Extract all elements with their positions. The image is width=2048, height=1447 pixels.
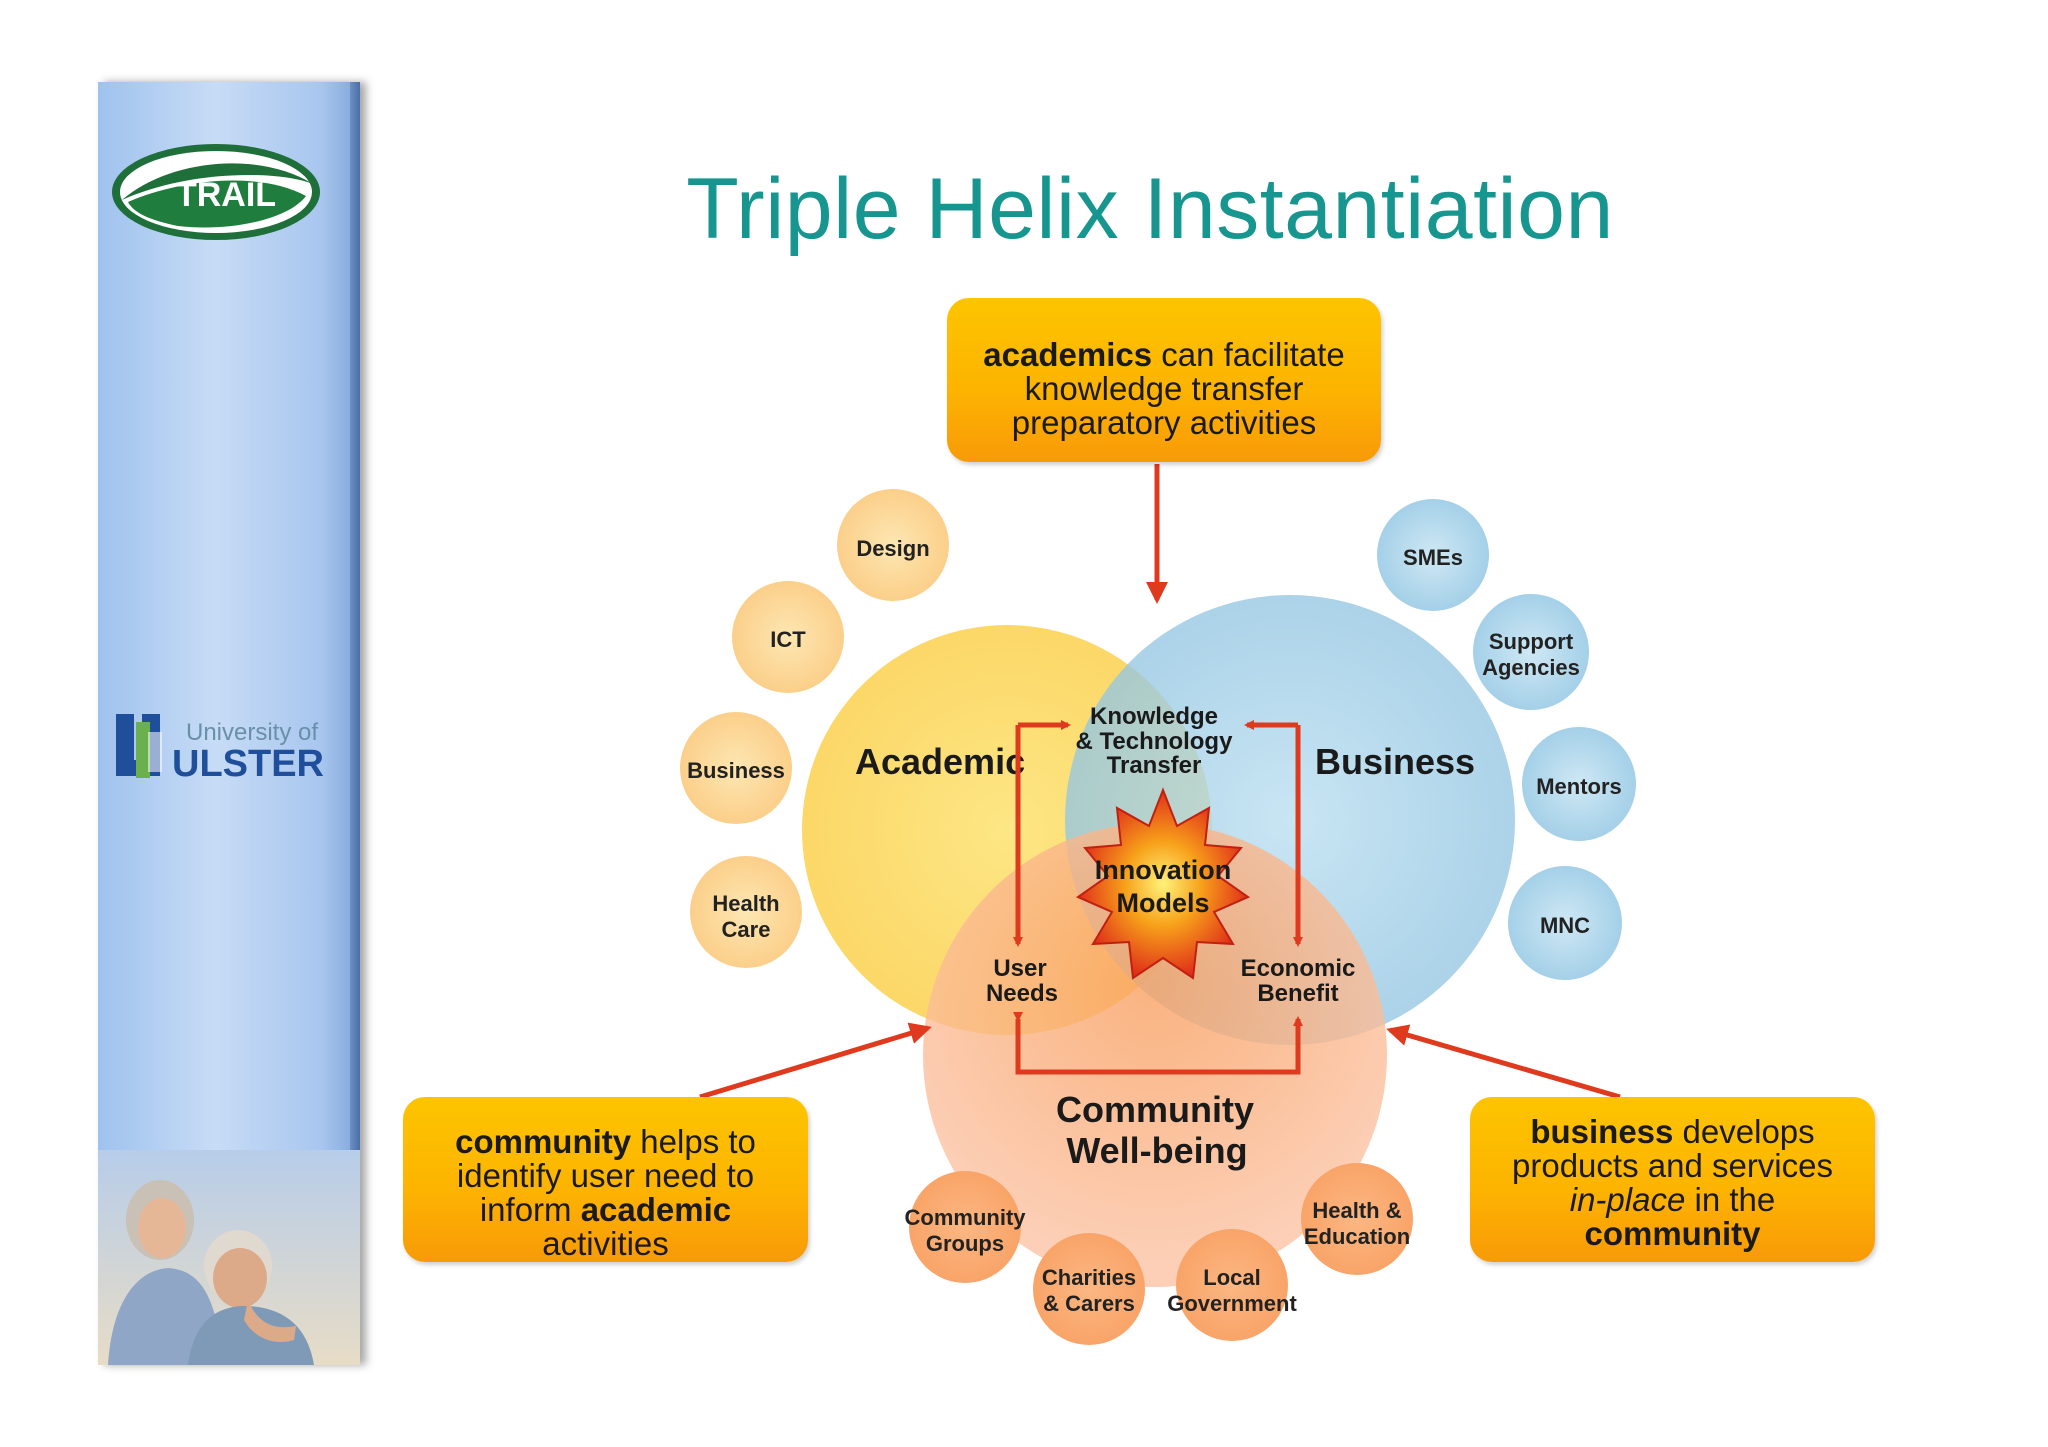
economic-benefit-label-1: Economic xyxy=(1241,955,1356,982)
bubble-support-agencies-label-1: Support xyxy=(1489,629,1574,654)
user-needs-label-1: User xyxy=(993,955,1046,982)
left-callout-line-2: identify user need to xyxy=(456,1157,755,1194)
bubble-smes xyxy=(1377,499,1489,611)
bubble-mnc xyxy=(1508,866,1622,980)
bubble-business-left xyxy=(680,712,792,824)
bubble-health-education-label-1: Health & xyxy=(1312,1198,1401,1223)
top-callout: academics can facilitate knowledge trans… xyxy=(947,298,1381,462)
kt-label-1: Knowledge xyxy=(1090,703,1218,730)
bubble-business-left-label: Business xyxy=(687,758,785,783)
left-callout-text-1: helps to xyxy=(631,1123,756,1160)
bubble-mentors-label: Mentors xyxy=(1536,774,1622,799)
sidebar-edge-shadow xyxy=(350,82,360,1365)
top-callout-line-1: academics can facilitate xyxy=(947,338,1381,372)
bubble-health-education-label-2: Education xyxy=(1304,1224,1410,1249)
kt-label-2: & Technology xyxy=(1076,728,1234,755)
left-callout-bold-1: community xyxy=(455,1123,632,1160)
bubble-health-care-label-2: Care xyxy=(722,917,771,942)
bubble-charities-carers xyxy=(1033,1233,1145,1345)
left-callout: community helps to identify user need to… xyxy=(403,1097,808,1262)
top-callout-line-2: knowledge transfer xyxy=(1024,370,1304,407)
bubble-charities-carers-label-1: Charities xyxy=(1042,1265,1136,1290)
business-label: Business xyxy=(1315,741,1475,782)
right-callout-text-1: develops xyxy=(1673,1113,1815,1150)
left-callout-bold-2: academic xyxy=(580,1191,732,1228)
university-of-ulster-logo: University of ULSTER xyxy=(116,714,324,785)
ulster-logo-big-text: ULSTER xyxy=(172,743,324,785)
right-bubbles: SMEs Support Agencies Mentors MNC xyxy=(1377,499,1636,980)
bubble-charities-carers-label-2: & Carers xyxy=(1043,1291,1135,1316)
right-callout-bold-2: community xyxy=(1584,1215,1761,1252)
left-callout-arrow xyxy=(699,1022,932,1100)
bubble-design-label: Design xyxy=(856,536,929,561)
ulster-logo-small-text: University of xyxy=(186,719,318,746)
bubble-health-care-label-1: Health xyxy=(712,891,779,916)
top-callout-text-1: can facilitate xyxy=(1152,336,1345,373)
bubble-mnc-label: MNC xyxy=(1540,913,1590,938)
bubble-support-agencies xyxy=(1473,594,1589,710)
trail-logo: TRAIL xyxy=(112,144,320,240)
bubble-smes-label: SMEs xyxy=(1403,545,1463,570)
left-callout-line-1: community helps to xyxy=(403,1125,808,1159)
right-callout: business develops products and services … xyxy=(1470,1097,1875,1262)
left-callout-line-3: inform academic xyxy=(403,1193,808,1227)
academic-label: Academic xyxy=(855,741,1025,782)
bubble-ict xyxy=(732,581,844,693)
people-photo xyxy=(98,1150,360,1365)
innovation-label-2: Models xyxy=(1116,888,1209,918)
right-callout-line-4: community xyxy=(1470,1217,1875,1251)
top-callout-bold: academics xyxy=(983,336,1153,373)
community-label-1: Community xyxy=(1056,1089,1254,1130)
economic-benefit-label-2: Benefit xyxy=(1257,980,1338,1007)
right-callout-line-2: products and services xyxy=(1512,1147,1833,1184)
kt-label-3: Transfer xyxy=(1107,752,1202,779)
bottom-bubbles: Community Groups Charities & Carers Loca… xyxy=(905,1163,1413,1345)
bubble-community-groups-label-1: Community xyxy=(905,1205,1027,1230)
left-callout-line-4: activities xyxy=(542,1225,669,1262)
bubble-health-care xyxy=(690,856,802,968)
right-callout-line-3: in-place in the xyxy=(1470,1183,1875,1217)
top-callout-line-3: preparatory activities xyxy=(1011,404,1317,441)
innovation-label-1: Innovation xyxy=(1095,855,1232,885)
bubble-design xyxy=(837,489,949,601)
bubble-mentors xyxy=(1522,727,1636,841)
bubble-local-government xyxy=(1176,1229,1288,1341)
slide-title: Triple Helix Instantiation xyxy=(686,161,1614,257)
bubble-ict-label: ICT xyxy=(770,627,806,652)
bubble-local-government-label-2: Government xyxy=(1167,1291,1297,1316)
inner-loop-arrows xyxy=(1013,720,1303,1075)
trail-logo-text: TRAIL xyxy=(176,176,276,214)
right-callout-italic: in-place xyxy=(1569,1181,1686,1218)
left-bubbles: Design ICT Business Health Care xyxy=(680,489,949,968)
bubble-community-groups-label-2: Groups xyxy=(926,1231,1004,1256)
community-label-2: Well-being xyxy=(1066,1130,1247,1171)
community-circle xyxy=(923,823,1387,1287)
user-needs-label-2: Needs xyxy=(986,980,1058,1007)
left-callout-text-3: inform xyxy=(479,1191,581,1228)
right-callout-bold-1: business xyxy=(1530,1113,1674,1150)
right-callout-arrow xyxy=(1386,1024,1621,1100)
bubble-health-education xyxy=(1301,1163,1413,1275)
bubble-support-agencies-label-2: Agencies xyxy=(1482,655,1580,680)
right-callout-text-3: in the xyxy=(1685,1181,1776,1218)
innovation-starburst xyxy=(1075,787,1251,980)
bubble-community-groups xyxy=(909,1171,1021,1283)
right-callout-line-1: business develops xyxy=(1470,1115,1875,1149)
bubble-local-government-label-1: Local xyxy=(1203,1265,1260,1290)
